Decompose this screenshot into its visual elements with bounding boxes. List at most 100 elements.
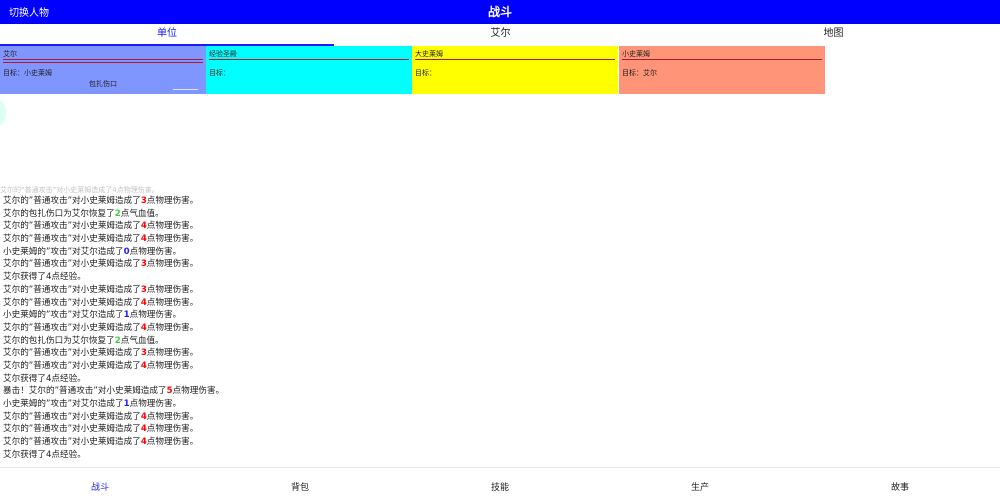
- tab-map[interactable]: 地图: [823, 28, 844, 39]
- log-entry: 小史莱姆的”攻击”对艾尔造成了1点物理伤害。: [0, 309, 1000, 322]
- nav-skills[interactable]: 技能: [490, 483, 509, 493]
- log-text: 点气血值。: [120, 208, 164, 219]
- floating-decoration: [0, 100, 6, 126]
- log-entry: 艾尔的”普通攻击”对小史莱姆造成了4点物理伤害。: [0, 220, 1000, 233]
- bottom-navigation: 战斗 背包 技能 生产 故事: [0, 467, 1000, 501]
- battle-log[interactable]: 艾尔的“普通攻击”对小史莱姆造成了4点物理伤害。 艾尔的”普通攻击”对小史莱姆造…: [0, 186, 1000, 466]
- log-text: 小史莱姆的”攻击”对艾尔造成了: [3, 399, 124, 409]
- log-text: 艾尔的”普通攻击”对小史莱姆造成了: [3, 234, 141, 245]
- unit-card-small-slime[interactable]: 小史莱姆 目标：艾尔: [619, 46, 825, 94]
- page-title: 战斗: [487, 5, 512, 19]
- log-text: 点物理伤害。: [146, 234, 199, 245]
- log-entry: 艾尔获得了4点经验。: [0, 373, 1000, 386]
- log-value: 3: [140, 348, 147, 359]
- log-value: 1: [123, 399, 130, 409]
- nav-production[interactable]: 生产: [690, 483, 709, 493]
- log-text: 点物理伤害。: [146, 411, 199, 422]
- log-entry: 艾尔的”普通攻击”对小史莱姆造成了3点物理伤害。: [0, 347, 1000, 360]
- unit-target: 目标：小史莱姆: [3, 69, 52, 77]
- log-value: 0: [123, 246, 130, 257]
- progress-bar: [173, 89, 198, 90]
- hp-bar: [3, 59, 203, 60]
- log-text: 艾尔的”普通攻击”对小史莱姆造成了: [3, 360, 141, 371]
- log-text: 艾尔的”普通攻击”对小史莱姆造成了: [3, 221, 141, 232]
- log-value: 4: [140, 322, 147, 333]
- log-value: 2: [114, 335, 121, 346]
- unit-status: 包扎伤口: [89, 80, 117, 88]
- unit-name: 艾尔: [3, 50, 17, 58]
- log-text: 小史莱姆的”攻击”对艾尔造成了: [3, 310, 124, 321]
- log-value: 4: [140, 221, 147, 232]
- log-text: 艾尔的包扎伤口为艾尔恢复了: [3, 208, 115, 219]
- unit-card-exp-temple[interactable]: 经验圣殿 目标：: [206, 46, 412, 94]
- hp-bar: [209, 59, 409, 60]
- log-value: 4: [140, 437, 147, 448]
- log-value: 4: [140, 360, 147, 371]
- log-text: 点物理伤害。: [146, 297, 199, 308]
- log-entry: 艾尔的”普通攻击”对小史莱姆造成了4点物理伤害。: [0, 233, 1000, 246]
- log-text: 艾尔的”普通攻击”对小史莱姆造成了: [3, 297, 141, 308]
- log-entry: 艾尔的”普通攻击”对小史莱姆造成了3点物理伤害。: [0, 195, 1000, 208]
- log-text: 点物理伤害。: [146, 437, 199, 448]
- log-value: 5: [166, 386, 173, 397]
- log-text: 点物理伤害。: [146, 196, 199, 206]
- log-value: 4: [140, 234, 147, 245]
- log-text: 艾尔获得了4点经验。: [3, 373, 86, 384]
- log-entry: 艾尔的”普通攻击”对小史莱姆造成了3点物理伤害。: [0, 284, 1000, 297]
- nav-inventory[interactable]: 背包: [290, 483, 309, 493]
- header-bar: 切换人物 战斗: [0, 0, 1000, 24]
- nav-battle[interactable]: 战斗: [90, 483, 109, 493]
- log-text: 艾尔的”普通攻击”对小史莱姆造成了: [3, 196, 141, 206]
- log-text: 点气血值。: [120, 335, 164, 346]
- unit-cards: 艾尔 目标：小史莱姆 包扎伤口 经验圣殿 目标： 大史莱姆 目标： 小史莱姆 目…: [0, 46, 825, 94]
- log-entry: 艾尔的包扎伤口为艾尔恢复了2点气血值。: [0, 208, 1000, 221]
- log-entry: 暴击！艾尔的”普通攻击”对小史莱姆造成了5点物理伤害。: [0, 385, 1000, 398]
- log-entry: 小史莱姆的”攻击”对艾尔造成了0点物理伤害。: [0, 246, 1000, 259]
- unit-name: 经验圣殿: [209, 50, 237, 58]
- log-value: 4: [140, 297, 147, 308]
- unit-target: 目标：: [415, 69, 436, 77]
- log-text: 小史莱姆的”攻击”对艾尔造成了: [3, 246, 124, 257]
- unit-card-big-slime[interactable]: 大史莱姆 目标：: [412, 46, 618, 94]
- log-text: 艾尔的”普通攻击”对小史莱姆造成了: [3, 411, 141, 422]
- log-value: 3: [140, 259, 147, 270]
- log-text: 点物理伤害。: [146, 221, 199, 232]
- log-entry: 艾尔的包扎伤口为艾尔恢复了2点气血值。: [0, 335, 1000, 348]
- hp-bar: [415, 59, 615, 60]
- log-text: 点物理伤害。: [129, 310, 182, 321]
- log-value: 4: [140, 411, 147, 422]
- unit-card-player[interactable]: 艾尔 目标：小史莱姆 包扎伤口: [0, 46, 206, 94]
- hp-bar: [622, 59, 822, 60]
- log-text: 艾尔的”普通攻击”对小史莱姆造成了: [3, 322, 141, 333]
- tab-character[interactable]: 艾尔: [490, 28, 511, 39]
- log-text: 点物理伤害。: [146, 259, 199, 270]
- log-entry: 艾尔获得了4点经验。: [0, 271, 1000, 284]
- switch-character-button[interactable]: 切换人物: [9, 8, 49, 19]
- log-value: 3: [140, 196, 147, 206]
- log-entry-faded: 艾尔的“普通攻击”对小史莱姆造成了4点物理伤害。: [0, 186, 159, 194]
- log-entry: 艾尔的”普通攻击”对小史莱姆造成了3点物理伤害。: [0, 258, 1000, 271]
- log-text: 艾尔的”普通攻击”对小史莱姆造成了: [3, 424, 141, 435]
- log-text: 艾尔获得了4点经验。: [3, 449, 86, 460]
- log-entry: 艾尔的”普通攻击”对小史莱姆造成了4点物理伤害。: [0, 297, 1000, 310]
- log-text: 点物理伤害。: [146, 284, 199, 295]
- unit-name: 大史莱姆: [415, 50, 443, 58]
- log-text: 点物理伤害。: [129, 399, 182, 409]
- log-text: 暴击！艾尔的”普通攻击”对小史莱姆造成了: [3, 386, 167, 397]
- tab-units[interactable]: 单位: [0, 26, 334, 46]
- log-text: 艾尔的”普通攻击”对小史莱姆造成了: [3, 259, 141, 270]
- log-text: 点物理伤害。: [146, 348, 199, 359]
- tab-bar: 单位 艾尔 地图: [0, 26, 1000, 46]
- mp-bar: [3, 62, 203, 63]
- log-entry: 艾尔的”普通攻击”对小史莱姆造成了4点物理伤害。: [0, 322, 1000, 335]
- log-value: 2: [114, 208, 121, 219]
- log-value: 1: [123, 310, 130, 321]
- log-text: 艾尔的包扎伤口为艾尔恢复了: [3, 335, 115, 346]
- unit-name: 小史莱姆: [622, 50, 650, 58]
- log-text: 点物理伤害。: [146, 322, 199, 333]
- nav-story[interactable]: 故事: [890, 483, 909, 493]
- log-text: 点物理伤害。: [172, 386, 225, 397]
- log-entry: 小史莱姆的”攻击”对艾尔造成了1点物理伤害。: [0, 398, 1000, 411]
- unit-target: 目标：艾尔: [622, 69, 657, 77]
